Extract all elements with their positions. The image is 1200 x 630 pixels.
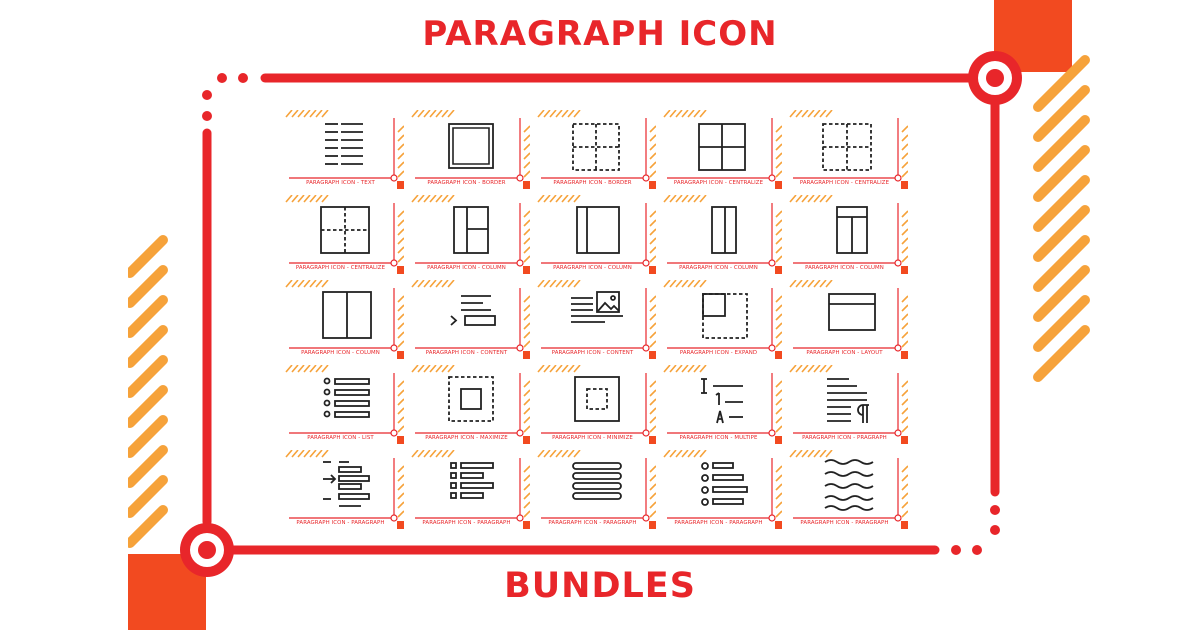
indent-arrow-icon [285,450,404,529]
page-subtitle: BUNDLES [504,566,696,606]
maximize-icon [411,365,530,444]
icon-card: PARAGRAPH ICON - CENTRALIZE [787,110,908,190]
icon-card: PARAGRAPH ICON - PARAGRAPH [283,450,404,530]
icon-card: PARAGRAPH ICON - MULTIPE [661,365,782,445]
target-ring-bottom-left [180,523,234,577]
icon-card-label: PARAGRAPH ICON - PARAGRAPH [674,520,763,526]
column-halves-icon [285,280,404,359]
column-narrow-icon [663,195,782,274]
icon-card: PARAGRAPH ICON - LAYOUT [787,280,908,360]
icon-card: PARAGRAPH ICON - LIST [283,365,404,445]
border-dashed-icon [537,110,656,189]
stripes-top-right [1033,55,1090,382]
icon-card-label: PARAGRAPH ICON - COLUMN [553,265,632,271]
icon-card: PARAGRAPH ICON - BORDER [409,110,530,190]
icon-card-label: PARAGRAPH ICON - EXPAND [679,350,758,356]
column-header-icon [789,195,908,274]
target-ring-top-right [968,51,1022,105]
icon-grid: PARAGRAPH ICON - TEXT PARAGRAPH ICON - B… [283,110,908,530]
icon-card: PARAGRAPH ICON - COLUMN [787,195,908,275]
column-split-icon [411,195,530,274]
icon-card: PARAGRAPH ICON - PRAGRAPH [787,365,908,445]
frame-dots [202,73,1000,555]
icon-card: PARAGRAPH ICON - CONTENT [535,280,656,360]
bullet-list-icon [411,450,530,529]
icon-card: PARAGRAPH ICON - BORDER [535,110,656,190]
layout-icon [789,280,908,359]
icon-card: PARAGRAPH ICON - PARAGRAPH [409,450,530,530]
icon-card: PARAGRAPH ICON - MAXIMIZE [409,365,530,445]
circle-bullet-icon [663,450,782,529]
content-image-icon [537,280,656,359]
stripes-bottom-left [128,235,168,548]
icon-card-label: PARAGRAPH ICON - COLUMN [679,265,758,271]
icon-card-label: PARAGRAPH ICON - COLUMN [805,265,884,271]
icon-card-label: PARAGRAPH ICON - LAYOUT [806,350,883,356]
wave-lines-icon [789,450,908,529]
text-lines-icon [285,110,404,189]
icon-card-label: PARAGRAPH ICON - CONTENT [425,350,508,356]
icon-card-label: PARAGRAPH ICON - PARAGRAPH [548,520,637,526]
icon-card: PARAGRAPH ICON - MINIMIZE [535,365,656,445]
icon-card-label: PARAGRAPH ICON - BORDER [427,180,506,186]
icon-card-label: PARAGRAPH ICON - MINIMIZE [552,435,633,441]
icon-card: PARAGRAPH ICON - PARAGRAPH [787,450,908,530]
icon-card-label: PARAGRAPH ICON - TEXT [306,180,375,186]
page-title: PARAGRAPH ICON [422,14,778,54]
icon-card-label: PARAGRAPH ICON - PRAGRAPH [802,435,887,441]
list-icon [285,365,404,444]
minimize-icon [537,365,656,444]
icon-card: PARAGRAPH ICON - COLUMN [661,195,782,275]
icon-card-label: PARAGRAPH ICON - PARAGRAPH [800,520,889,526]
pilcrow-icon [789,365,908,444]
icon-card-label: PARAGRAPH ICON - MAXIMIZE [425,435,508,441]
icon-card-label: PARAGRAPH ICON - CENTRALIZE [295,265,386,271]
icon-card-label: PARAGRAPH ICON - COLUMN [301,350,380,356]
icon-card: PARAGRAPH ICON - COLUMN [283,280,404,360]
icon-card-label: PARAGRAPH ICON - PARAGRAPH [422,520,511,526]
frame-lines [202,73,1000,555]
icon-card: PARAGRAPH ICON - PARAGRAPH [661,450,782,530]
icon-card-label: PARAGRAPH ICON - LIST [307,435,374,441]
icon-card-label: PARAGRAPH ICON - CENTRALIZE [799,180,890,186]
centralize-mixed-icon [285,195,404,274]
icon-card: PARAGRAPH ICON - CONTENT [409,280,530,360]
icon-card-label: PARAGRAPH ICON - MULTIPE [679,435,758,441]
icon-card-label: PARAGRAPH ICON - CENTRALIZE [673,180,764,186]
column-two-icon [537,195,656,274]
icon-card: PARAGRAPH ICON - CENTRALIZE [661,110,782,190]
icon-card: PARAGRAPH ICON - EXPAND [661,280,782,360]
centralize-dashed-icon [789,110,908,189]
icon-card-label: PARAGRAPH ICON - BORDER [553,180,632,186]
icon-card-label: PARAGRAPH ICON - CONTENT [551,350,634,356]
icon-card-label: PARAGRAPH ICON - PARAGRAPH [296,520,385,526]
border-solid-icon [411,110,530,189]
icon-card: PARAGRAPH ICON - COLUMN [409,195,530,275]
multiple-list-icon [663,365,782,444]
content-arrow-icon [411,280,530,359]
centralize-solid-icon [663,110,782,189]
rounded-bars-icon [537,450,656,529]
icon-card: PARAGRAPH ICON - TEXT [283,110,404,190]
icon-card-label: PARAGRAPH ICON - COLUMN [427,265,506,271]
icon-card: PARAGRAPH ICON - PARAGRAPH [535,450,656,530]
icon-card: PARAGRAPH ICON - COLUMN [535,195,656,275]
expand-icon [663,280,782,359]
icon-card: PARAGRAPH ICON - CENTRALIZE [283,195,404,275]
